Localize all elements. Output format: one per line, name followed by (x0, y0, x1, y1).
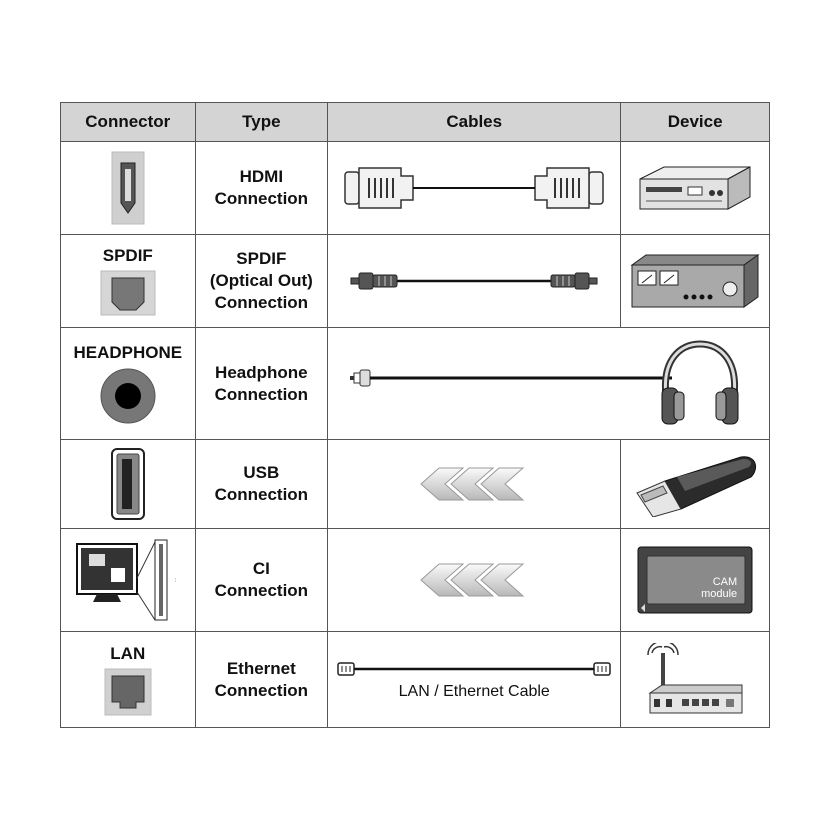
device-cell-hdmi (620, 141, 770, 235)
cable-cell-usb (327, 439, 622, 529)
cable-cell-headphone (327, 327, 770, 440)
spdif-port-icon (100, 270, 156, 316)
insert-arrows-icon (420, 467, 525, 501)
type-cell-ci: CI Connection (194, 528, 329, 632)
ci-slot-icon: ⋯ (75, 539, 178, 621)
type-line: HDMI (239, 167, 284, 186)
table-row-hdmi: HDMI Connection (60, 141, 770, 235)
connector-cell-hdmi (60, 141, 196, 235)
type-line: Ethernet (226, 658, 296, 678)
svg-text:⋯: ⋯ (172, 578, 178, 583)
type-line: Connection (214, 384, 309, 404)
header-device: Device (620, 102, 770, 142)
optical-cable-icon (350, 272, 598, 290)
router-icon (647, 642, 743, 713)
header-cables: Cables (327, 102, 622, 142)
header-type: Type (194, 102, 329, 142)
hdmi-port-icon (111, 151, 145, 225)
connector-label-headphone: HEADPHONE (73, 342, 183, 362)
connector-label-spdif: SPDIF (102, 246, 153, 265)
cable-cell-hdmi (327, 141, 622, 235)
device-cell-ci: CAM module (620, 528, 770, 632)
type-cell-hdmi: HDMI Connection (194, 141, 329, 235)
type-line: Connection (214, 189, 309, 208)
connector-label-lan: LAN (110, 643, 146, 663)
cable-cell-lan: LAN / Ethernet Cable (327, 631, 622, 728)
cam-module-icon (637, 546, 753, 614)
insert-arrows-icon (420, 563, 525, 597)
audio-amplifier-icon (630, 254, 760, 308)
cable-cell-ci (327, 528, 622, 632)
cam-text-line: CAM (712, 576, 738, 588)
connector-cell-headphone: HEADPHONE (60, 327, 196, 440)
type-line: Connection (214, 581, 309, 600)
type-line: SPDIF (236, 249, 287, 268)
type-cell-usb: USB Connection (194, 439, 329, 529)
connections-table: Connector Type Cables Device HDMI Connec… (60, 102, 770, 728)
ethernet-cable-icon (337, 661, 611, 676)
table-row-lan: LAN Ethernet Connection (60, 631, 770, 728)
headphone-jack-icon (100, 368, 156, 423)
hdmi-cable-icon (344, 167, 604, 209)
type-cell-spdif: SPDIF (Optical Out) Connection (194, 234, 329, 328)
dvd-player-icon (639, 166, 751, 210)
type-cell-lan: Ethernet Connection (194, 631, 329, 728)
type-line: CI (252, 559, 270, 578)
connector-cell-ci: ⋯ (60, 528, 196, 632)
cam-text-line: module (701, 588, 738, 600)
usb-stick-icon (636, 456, 757, 517)
type-line: USB (243, 463, 280, 482)
header-connector: Connector (60, 102, 196, 142)
headphone-cable-icon (350, 369, 673, 386)
type-cell-headphone: Headphone Connection (194, 327, 329, 440)
table-row-usb: USB Connection (60, 439, 770, 529)
device-cell-spdif (620, 234, 770, 328)
table-row-ci: ⋯ CI Connection (60, 528, 770, 632)
table-row-headphone: HEADPHONE Headphone Connection (60, 327, 770, 440)
type-line: Connection (214, 293, 309, 312)
type-line: Connection (214, 680, 309, 700)
connector-cell-lan: LAN (60, 631, 196, 728)
table-header-row: Connector Type Cables Device (60, 102, 770, 142)
table-row-spdif: SPDIF SPDIF (Optical Out) Connection (60, 234, 770, 328)
usb-port-icon (110, 448, 145, 520)
connector-cell-usb (60, 439, 196, 529)
cable-cell-spdif (327, 234, 622, 328)
device-cell-usb (620, 439, 770, 529)
cam-module-label: CAM module (701, 576, 737, 600)
type-line: (Optical Out) (209, 271, 313, 290)
lan-port-icon (104, 668, 152, 715)
device-cell-lan (620, 631, 770, 728)
type-line: Connection (214, 485, 309, 504)
lan-cable-label: LAN / Ethernet Cable (398, 682, 550, 700)
type-line: Headphone (215, 362, 308, 382)
connector-cell-spdif: SPDIF (60, 234, 196, 328)
headphones-icon (661, 339, 739, 424)
